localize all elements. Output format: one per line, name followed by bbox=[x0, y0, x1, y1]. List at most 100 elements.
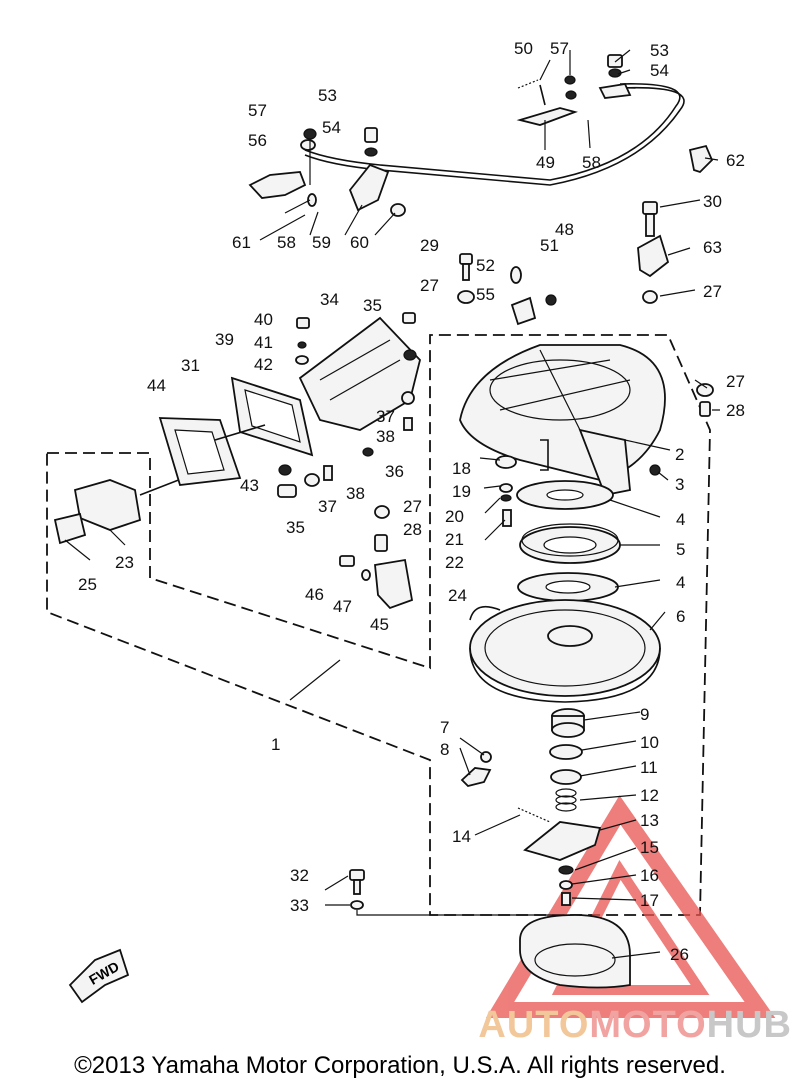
label-34: 34 bbox=[320, 290, 339, 309]
spring-5 bbox=[519, 523, 621, 564]
label-51: 51 bbox=[540, 236, 559, 255]
label-41: 41 bbox=[254, 333, 273, 352]
label-23: 23 bbox=[115, 553, 134, 572]
washer-10 bbox=[549, 744, 583, 760]
label-44: 44 bbox=[147, 376, 166, 395]
label-49: 49 bbox=[536, 153, 555, 172]
bracket-61 bbox=[248, 128, 317, 207]
label-30: 30 bbox=[703, 192, 722, 211]
label-42: 42 bbox=[254, 355, 273, 374]
label-48: 48 bbox=[555, 220, 574, 239]
guide-44 bbox=[158, 417, 242, 486]
watermark-part1: AUTO bbox=[478, 1004, 590, 1046]
label-9: 9 bbox=[640, 705, 649, 724]
label-6: 6 bbox=[676, 607, 685, 626]
starter-housing-2 bbox=[459, 344, 666, 497]
label-43: 43 bbox=[240, 476, 259, 495]
label-4a: 4 bbox=[676, 510, 685, 529]
handle-23 bbox=[53, 459, 231, 545]
label-32: 32 bbox=[290, 866, 309, 885]
label-59: 59 bbox=[312, 233, 331, 252]
watermark-logo: AUTOMOTOHUB bbox=[478, 1004, 792, 1047]
label-38a: 38 bbox=[376, 427, 395, 446]
label-56: 56 bbox=[248, 131, 267, 150]
label-31: 31 bbox=[181, 356, 200, 375]
bushing-9 bbox=[551, 708, 585, 738]
label-54a: 54 bbox=[322, 118, 341, 137]
label-52: 52 bbox=[476, 256, 495, 275]
label-33: 33 bbox=[290, 896, 309, 915]
parts-right-27-28 bbox=[495, 383, 714, 527]
label-5: 5 bbox=[676, 540, 685, 559]
washer-16 bbox=[559, 880, 573, 890]
label-58b: 58 bbox=[582, 153, 601, 172]
label-46: 46 bbox=[305, 585, 324, 604]
label-15: 15 bbox=[640, 838, 659, 857]
label-27c: 27 bbox=[726, 372, 745, 391]
watermark-part3: HUB bbox=[706, 1004, 792, 1046]
label-60: 60 bbox=[350, 233, 369, 252]
label-8: 8 bbox=[440, 740, 449, 759]
clip-62 bbox=[688, 144, 714, 174]
label-50: 50 bbox=[514, 39, 533, 58]
label-21: 21 bbox=[445, 530, 464, 549]
frame-34 bbox=[298, 316, 421, 431]
bolt-30 bbox=[642, 201, 658, 237]
label-3: 3 bbox=[675, 475, 684, 494]
collar-27 bbox=[642, 290, 658, 304]
label-37b: 37 bbox=[318, 497, 337, 516]
label-61: 61 bbox=[232, 233, 251, 252]
label-17: 17 bbox=[640, 891, 659, 910]
cable-48 bbox=[304, 83, 685, 186]
washer-15 bbox=[558, 865, 574, 875]
label-36: 36 bbox=[385, 462, 404, 481]
label-12: 12 bbox=[640, 786, 659, 805]
label-18: 18 bbox=[452, 459, 471, 478]
label-54b: 54 bbox=[650, 61, 669, 80]
label-58a: 58 bbox=[277, 233, 296, 252]
label-4b: 4 bbox=[676, 573, 685, 592]
watermark-part2: MOTO bbox=[589, 1004, 707, 1046]
label-11: 11 bbox=[640, 758, 658, 777]
label-63: 63 bbox=[703, 238, 722, 257]
label-7: 7 bbox=[440, 718, 449, 737]
label-14: 14 bbox=[452, 827, 471, 846]
label-19: 19 bbox=[452, 482, 471, 501]
label-39: 39 bbox=[215, 330, 234, 349]
copyright-notice: ©2013 Yamaha Motor Corporation, U.S.A. A… bbox=[74, 1052, 726, 1079]
link-55 bbox=[510, 266, 557, 326]
washer-4-lower bbox=[517, 572, 619, 602]
bolt-32 bbox=[349, 869, 365, 910]
label-29: 29 bbox=[420, 236, 439, 255]
label-25: 25 bbox=[78, 575, 97, 594]
pulley-6 bbox=[469, 599, 661, 703]
label-16: 16 bbox=[640, 866, 659, 885]
label-53b: 53 bbox=[650, 41, 669, 60]
label-37a: 37 bbox=[376, 407, 395, 426]
drive-plate-13 bbox=[523, 821, 602, 861]
label-2: 2 bbox=[675, 445, 684, 464]
cover-26 bbox=[519, 914, 631, 989]
label-20: 20 bbox=[445, 507, 464, 526]
part-labels: 1 2 3 4 4 5 6 7 8 9 10 11 12 13 14 15 16… bbox=[78, 39, 745, 964]
label-13: 13 bbox=[640, 811, 659, 830]
label-40: 40 bbox=[254, 310, 273, 329]
assembly-outline bbox=[46, 334, 711, 916]
lever-49 bbox=[516, 54, 632, 126]
spring-14 bbox=[517, 807, 551, 823]
label-47: 47 bbox=[333, 597, 352, 616]
label-28a: 28 bbox=[726, 401, 745, 420]
leader-lines bbox=[64, 49, 720, 959]
label-38b: 38 bbox=[346, 484, 365, 503]
bracket-39 bbox=[214, 376, 314, 457]
guide-line bbox=[356, 910, 565, 916]
label-53a: 53 bbox=[318, 86, 337, 105]
label-1: 1 bbox=[271, 735, 280, 754]
label-57a: 57 bbox=[248, 101, 267, 120]
bracket-45 bbox=[339, 505, 414, 610]
bolt-29 bbox=[457, 253, 475, 304]
label-55: 55 bbox=[476, 285, 495, 304]
bolt-17 bbox=[561, 892, 571, 906]
label-27b: 27 bbox=[703, 282, 722, 301]
